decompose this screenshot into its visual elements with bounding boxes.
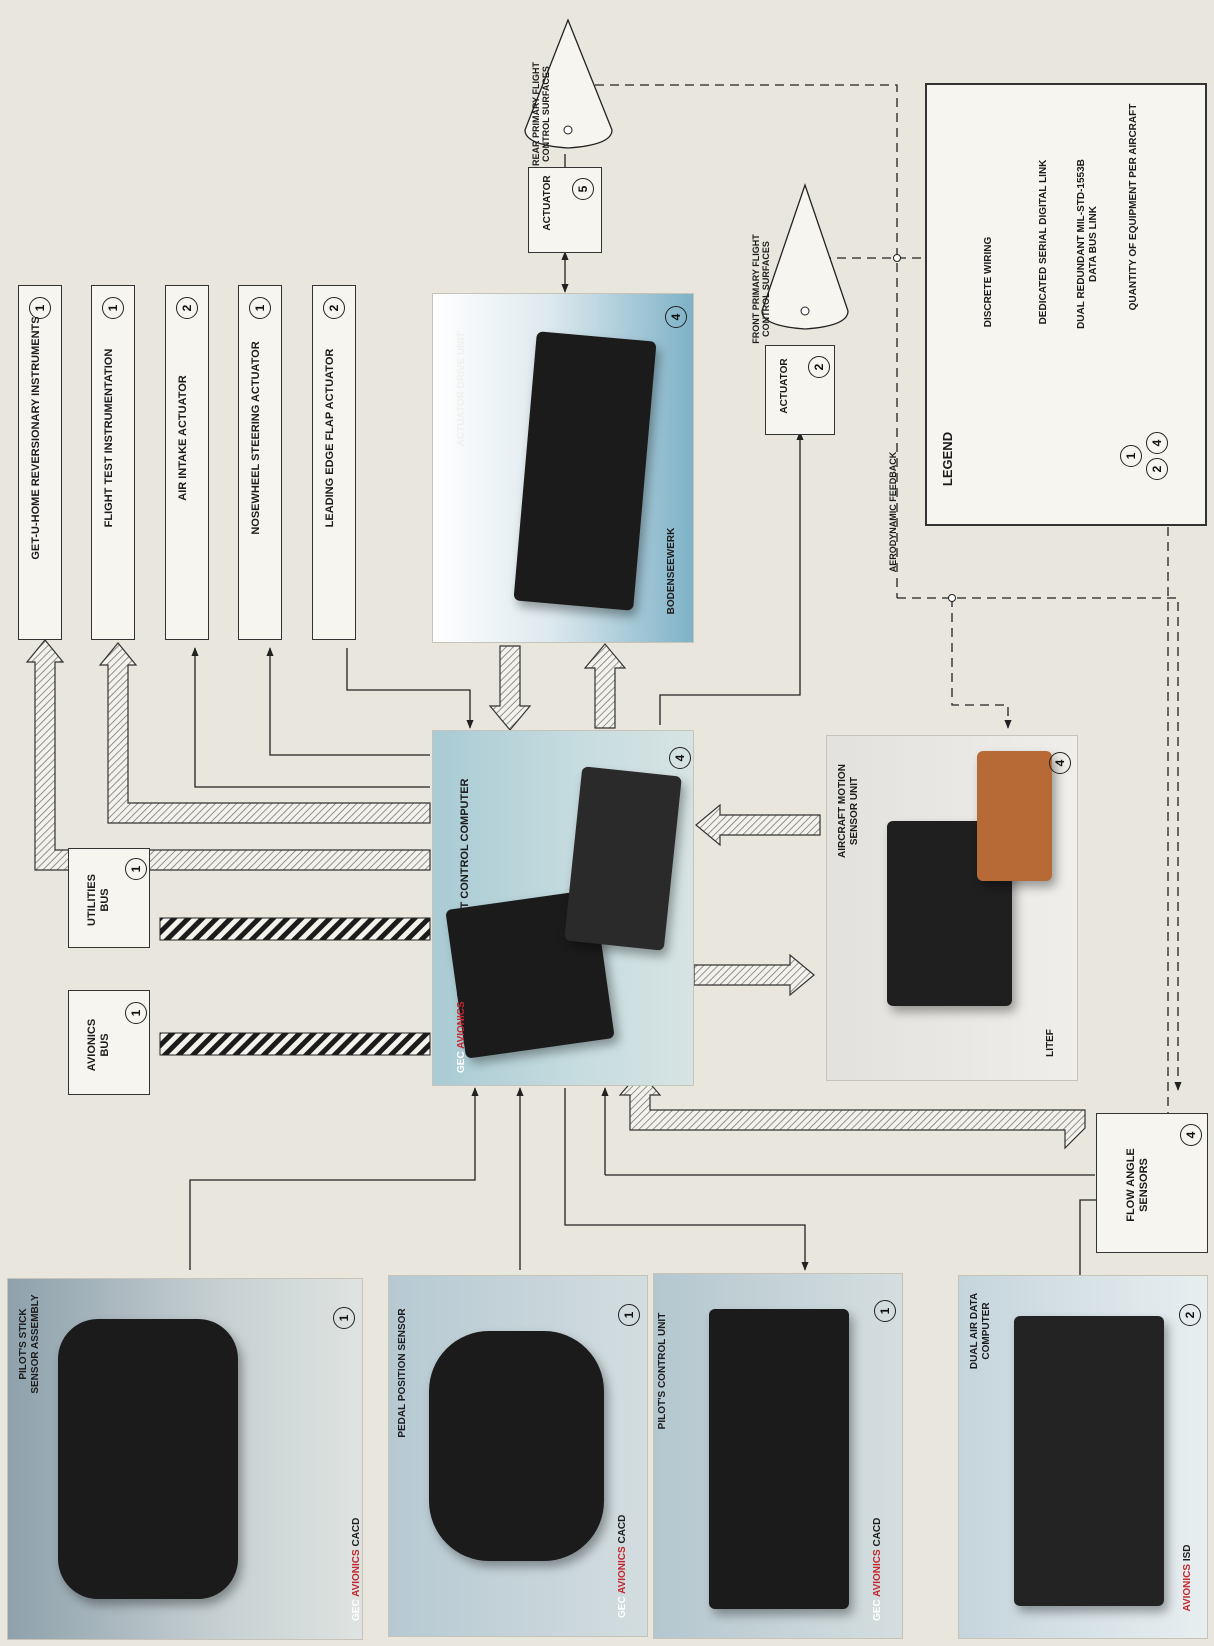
fcc-brand: GEC AVIONICS CACD bbox=[456, 969, 467, 1073]
serial-link-fcc-to-amsu bbox=[693, 953, 815, 997]
air-data-label: DUAL AIR DATA COMPUTER bbox=[969, 1292, 992, 1370]
qty-badge: 5 bbox=[572, 178, 594, 200]
output-box-flight-test bbox=[91, 285, 135, 640]
legend-discrete: DISCRETE WIRING bbox=[983, 236, 994, 328]
control-unit-image bbox=[709, 1309, 849, 1609]
serial-link-get-u-home bbox=[25, 639, 431, 871]
adu-maker: BODENSEEWERK bbox=[666, 527, 677, 615]
qty-badge: 2 bbox=[808, 356, 830, 378]
qty-badge: 2 bbox=[176, 297, 198, 319]
pilots-stick-sensor-photo: PILOT'S STICK SENSOR ASSEMBLY 1 GEC AVIO… bbox=[7, 1278, 363, 1640]
avionics-bus-link bbox=[159, 1032, 431, 1056]
aerodynamic-feedback-label: AERODYNAMIC FEEDBACK bbox=[888, 451, 898, 573]
qty-badge: 1 bbox=[618, 1304, 640, 1326]
legend-bus: DUAL REDUNDANT MIL-STD-1553B DATA BUS LI… bbox=[1076, 159, 1099, 329]
control-unit-label: PILOT'S CONTROL UNIT bbox=[657, 1312, 668, 1430]
aircraft-motion-sensor-photo: AIRCRAFT MOTION SENSOR UNIT 4 LITEF bbox=[826, 735, 1078, 1081]
qty-badge: 2 bbox=[323, 297, 345, 319]
dual-air-data-computer-photo: DUAL AIR DATA COMPUTER 2 AVIONICS ISD bbox=[958, 1275, 1208, 1639]
fcc-label: FLIGHT CONTROL COMPUTER bbox=[459, 778, 471, 942]
air-data-computer-image bbox=[1014, 1316, 1164, 1606]
amsu-maker: LITEF bbox=[1045, 1029, 1056, 1057]
rear-surfaces-label: REAR PRIMARY FLIGHT CONTROL SURFACES bbox=[531, 62, 552, 167]
pedal-sensor-image bbox=[429, 1331, 604, 1561]
stick-sensor-brand: GEC AVIONICS CACD bbox=[351, 1517, 362, 1621]
qty-badge: 1 bbox=[874, 1300, 896, 1322]
serial-link-adu-up bbox=[583, 643, 627, 729]
legend-quantity: QUANTITY OF EQUIPMENT PER AIRCRAFT bbox=[1128, 103, 1139, 311]
qty-badge: 4 bbox=[669, 747, 691, 769]
front-surfaces-label: FRONT PRIMARY FLIGHT CONTROL SURFACES bbox=[751, 234, 772, 344]
air-data-brand: AVIONICS ISD bbox=[1182, 1544, 1193, 1612]
output-box-nosewheel bbox=[238, 285, 282, 640]
legend-qty-badge: 4 bbox=[1146, 432, 1168, 454]
flow-angle-sensors-box bbox=[1096, 1113, 1208, 1253]
qty-badge: 1 bbox=[333, 1307, 355, 1329]
serial-link-flight-test bbox=[98, 642, 431, 824]
amsu-board-image bbox=[977, 751, 1052, 881]
qty-badge: 4 bbox=[665, 306, 687, 328]
control-unit-brand: GEC AVIONICS CACD bbox=[872, 1517, 883, 1621]
legend-box bbox=[925, 83, 1207, 526]
pedal-position-sensor-photo: PEDAL POSITION SENSOR 1 GEC AVIONICS CAC… bbox=[388, 1275, 648, 1637]
amsu-label: AIRCRAFT MOTION SENSOR UNIT bbox=[837, 764, 860, 858]
output-box-leading-edge-flap bbox=[312, 285, 356, 640]
utilities-bus-label: UTILITIES BUS bbox=[86, 874, 111, 926]
output-label-get-u-home: GET-U-HOME REVERSIONARY INSTRUMENTS bbox=[30, 316, 42, 560]
output-label-flight-test: FLIGHT TEST INSTRUMENTATION bbox=[103, 348, 115, 528]
output-box-air-intake bbox=[165, 285, 209, 640]
avionics-bus-box bbox=[68, 990, 150, 1095]
output-label-air-intake: AIR INTAKE ACTUATOR bbox=[177, 375, 189, 501]
adu-label: ACTUATOR DRIVE UNIT bbox=[456, 331, 467, 447]
qty-badge: 1 bbox=[125, 1002, 147, 1024]
qty-badge: 1 bbox=[249, 297, 271, 319]
adu-device-image bbox=[513, 331, 657, 611]
legend-title: LEGEND bbox=[940, 431, 955, 487]
front-actuator-box bbox=[765, 345, 835, 435]
qty-badge: 1 bbox=[29, 297, 51, 319]
flight-control-computer-photo: FLIGHT CONTROL COMPUTER 4 GEC AVIONICS C… bbox=[432, 730, 694, 1086]
utilities-bus-box bbox=[68, 848, 150, 948]
actuator-drive-unit-photo: ACTUATOR DRIVE UNIT 4 BODENSEEWERK bbox=[432, 293, 694, 643]
serial-link-amsu-to-fcc bbox=[695, 803, 821, 847]
stick-sensor-label: PILOT'S STICK SENSOR ASSEMBLY bbox=[18, 1294, 41, 1394]
legend-serial: DEDICATED SERIAL DIGITAL LINK bbox=[1038, 159, 1049, 325]
avionics-bus-label: AVIONICS BUS bbox=[86, 1018, 111, 1072]
qty-badge: 1 bbox=[102, 297, 124, 319]
qty-badge: 1 bbox=[125, 858, 147, 880]
legend-qty-badge: 2 bbox=[1146, 458, 1168, 480]
output-box-get-u-home bbox=[18, 285, 62, 640]
utilities-bus-link bbox=[159, 917, 431, 941]
qty-badge: 4 bbox=[1180, 1124, 1202, 1146]
legend-qty-badge: 1 bbox=[1120, 445, 1142, 467]
output-label-leading-edge-flap: LEADING EDGE FLAP ACTUATOR bbox=[324, 348, 336, 528]
serial-link-adu-down bbox=[488, 645, 532, 731]
qty-badge: 2 bbox=[1179, 1304, 1201, 1326]
pedal-sensor-label: PEDAL POSITION SENSOR bbox=[397, 1308, 408, 1438]
flow-angle-label: FLOW ANGLE SENSORS bbox=[1125, 1148, 1150, 1222]
pilots-control-unit-photo: PILOT'S CONTROL UNIT 1 GEC AVIONICS CACD bbox=[653, 1273, 903, 1639]
fcc-unit-b-image bbox=[564, 766, 682, 951]
pedal-sensor-brand: GEC AVIONICS CACD bbox=[617, 1514, 628, 1618]
qty-badge: 4 bbox=[1049, 752, 1071, 774]
stick-sensor-image bbox=[58, 1319, 238, 1599]
rear-actuator-box bbox=[528, 167, 602, 253]
front-actuator-label: ACTUATOR bbox=[779, 358, 790, 414]
output-label-nosewheel: NOSEWHEEL STEERING ACTUATOR bbox=[250, 341, 262, 535]
